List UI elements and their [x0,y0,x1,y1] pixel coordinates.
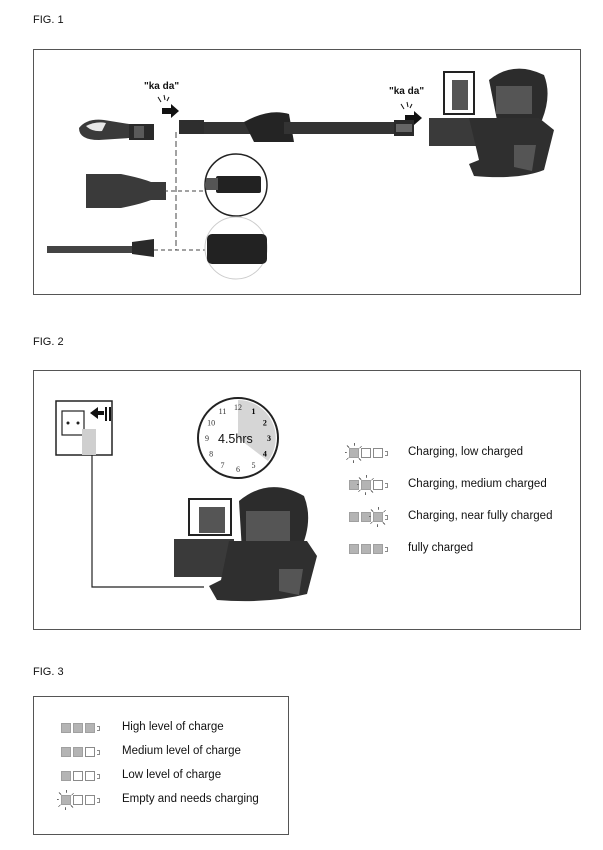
battery-cell [73,795,83,805]
arrow-left-icon [157,94,179,118]
battery-cell [73,771,83,781]
battery-cell [85,723,95,733]
battery-tip [385,482,388,488]
battery-cell [61,747,71,757]
clock-number: 3 [267,434,271,443]
wall-outlet-icon [55,400,113,456]
battery-cell [85,771,95,781]
extension-tube [179,112,414,142]
clock-number: 10 [207,419,215,428]
clock-number: 11 [219,407,227,416]
battery-tip [385,514,388,520]
ka-da-callout-left: "ka da" [144,81,180,92]
blink-indicator-icon [345,443,363,463]
blink-indicator-icon [357,475,375,495]
battery-legend-text: Medium level of charge [122,745,241,757]
battery-tip [97,725,100,731]
battery-tip [97,749,100,755]
blink-indicator-icon [369,507,387,527]
battery-legend-text: High level of charge [122,721,224,733]
clock-number: 4 [263,450,267,459]
dashed-connector [154,132,209,251]
battery-tip [385,450,388,456]
fig1-illustration [47,68,554,280]
battery-cell [73,723,83,733]
detail-circle-2 [204,216,268,280]
power-cable [91,455,204,588]
clock-number: 6 [236,465,240,474]
clock-number: 12 [234,403,242,412]
arrow-right-icon [400,101,422,125]
clock-number: 2 [263,419,267,428]
battery-cell [373,544,383,554]
clock-number: 9 [205,434,209,443]
battery-tip [97,797,100,803]
clock-number: 7 [221,461,225,470]
clock-number: 1 [252,407,256,416]
fig1-frame: "ka da" "ka da" [33,49,581,295]
battery-cell [361,448,371,458]
fig2-label: FIG. 2 [33,336,64,348]
battery-cell [349,544,359,554]
battery-legend-text: Charging, near fully charged [408,510,553,522]
battery-legend-text: Charging, low charged [408,446,524,458]
handheld-vacuum [429,68,554,178]
crevice-tool-icon [47,239,154,257]
battery-legend-text: Charging, medium charged [408,478,547,490]
battery-tip [385,546,388,552]
detail-circle-1 [204,153,268,217]
clock-icon [197,397,279,479]
vacuum-charging [174,487,317,602]
brush-attachment-icon [79,119,154,140]
clock-number: 5 [252,461,256,470]
battery-cell [61,723,71,733]
battery-cell [61,771,71,781]
battery-legend-text: fully charged [408,542,474,554]
battery-legend-text: Low level of charge [122,769,222,781]
clock-number: 8 [209,450,213,459]
battery-legend-text: Empty and needs charging [122,793,259,805]
charge-timer-text: 4.5hrs [218,432,253,446]
battery-tip [97,773,100,779]
battery-cell [85,795,95,805]
battery-cell [73,747,83,757]
battery-cell [349,512,359,522]
fig1-label: FIG. 1 [33,14,64,26]
battery-cell [373,448,383,458]
battery-cell [85,747,95,757]
ka-da-callout-right: "ka da" [389,86,425,97]
wide-nozzle-icon [86,174,166,208]
blink-indicator-icon [57,790,75,810]
battery-cell [361,544,371,554]
fig3-label: FIG. 3 [33,666,64,678]
battery-cell [373,480,383,490]
